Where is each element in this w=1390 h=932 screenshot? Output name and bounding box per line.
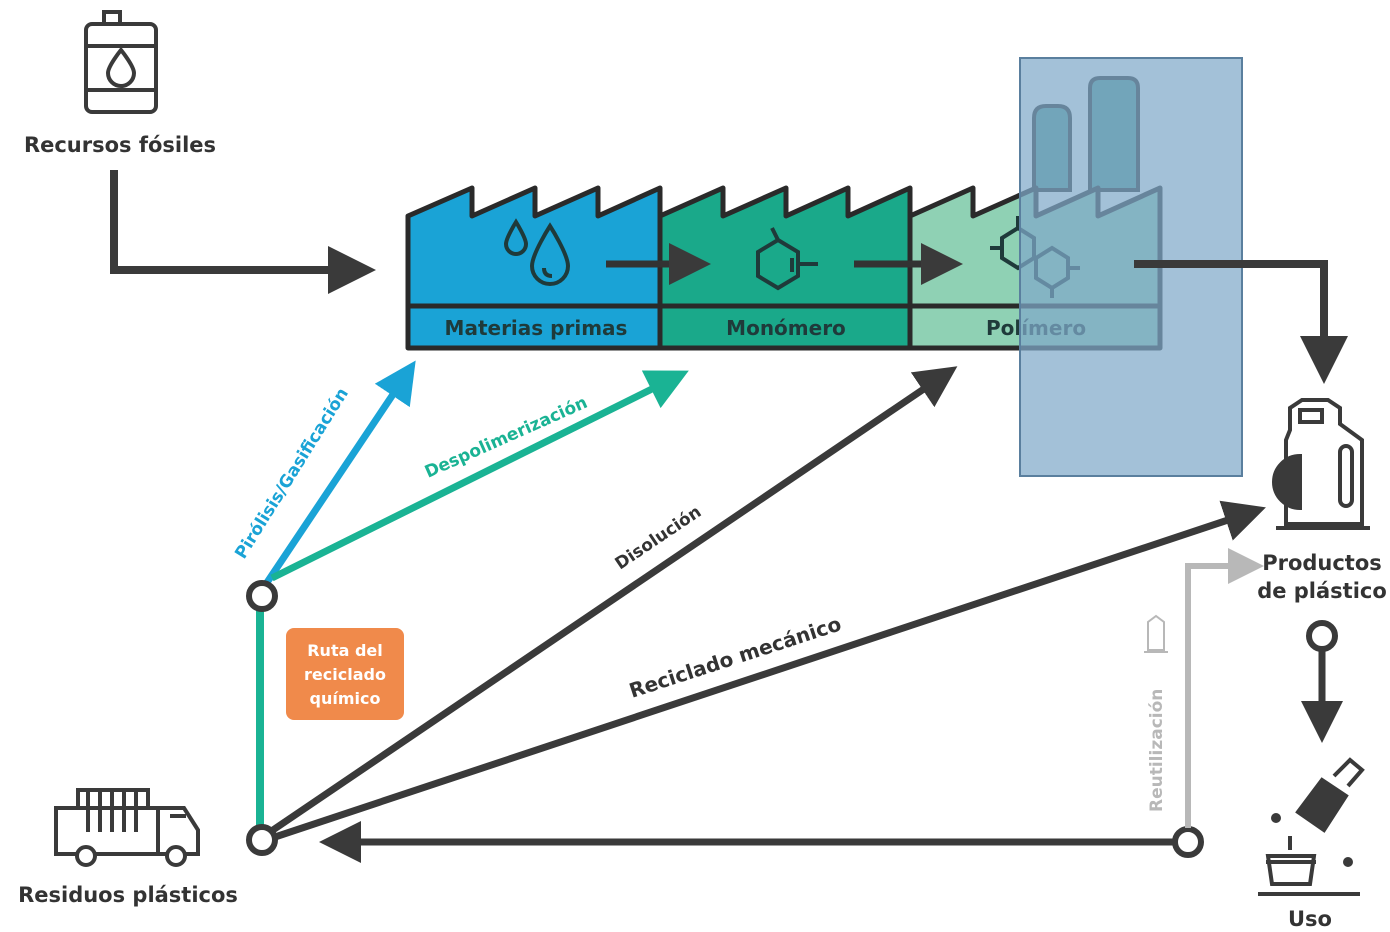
polymer-to-products-arrow: [1134, 260, 1348, 384]
stage-label-raw-materials: Materias primas: [445, 316, 628, 340]
chemical-route-line1: Ruta del: [307, 641, 383, 660]
monomer-molecule-icon: [756, 227, 818, 291]
fossil-to-factory-arrow: [110, 170, 376, 294]
mechanical-recycling-arrow: [270, 500, 1266, 842]
chemical-route-box: [286, 628, 404, 720]
dissolution-label: Disolución: [612, 502, 706, 574]
products-label-line2: de plástico: [1257, 579, 1387, 603]
chemical-route-line2: reciclado: [304, 665, 386, 684]
reuse-arrow: [1185, 548, 1264, 828]
stage-band-raw-materials: [408, 306, 660, 348]
use-node: [1172, 826, 1204, 858]
waste-node: [246, 824, 278, 856]
pouring-use-icon: [1258, 757, 1365, 896]
oil-barrel-icon: [84, 10, 158, 114]
fossil-resources-label: Recursos fósiles: [24, 133, 216, 157]
depolymerization-arrow: [270, 370, 689, 582]
droplets-icon: [503, 218, 571, 286]
plastic-bottle-icon: [1272, 398, 1370, 530]
stage-band-monomer: [660, 306, 910, 348]
pyrolysis-label: Pirólisis/Gasificación: [231, 385, 353, 563]
pyrolysis-arrow: [263, 360, 416, 586]
dissolution-arrow: [268, 366, 958, 835]
reuse-label: Reutilización: [1147, 689, 1167, 812]
stage-label-monomer: Monómero: [726, 316, 846, 340]
chemical-route-line3: químico: [310, 689, 381, 708]
chemical-route-node: [246, 580, 278, 612]
products-node: [1306, 620, 1338, 652]
use-label: Uso: [1288, 907, 1332, 931]
small-bottle-icon: [1144, 614, 1168, 653]
garbage-truck-icon: [54, 788, 200, 867]
products-label-line1: Productos: [1262, 551, 1382, 575]
depolymerization-label: Despolimerización: [422, 393, 591, 483]
waste-label: Residuos plásticos: [18, 883, 238, 907]
